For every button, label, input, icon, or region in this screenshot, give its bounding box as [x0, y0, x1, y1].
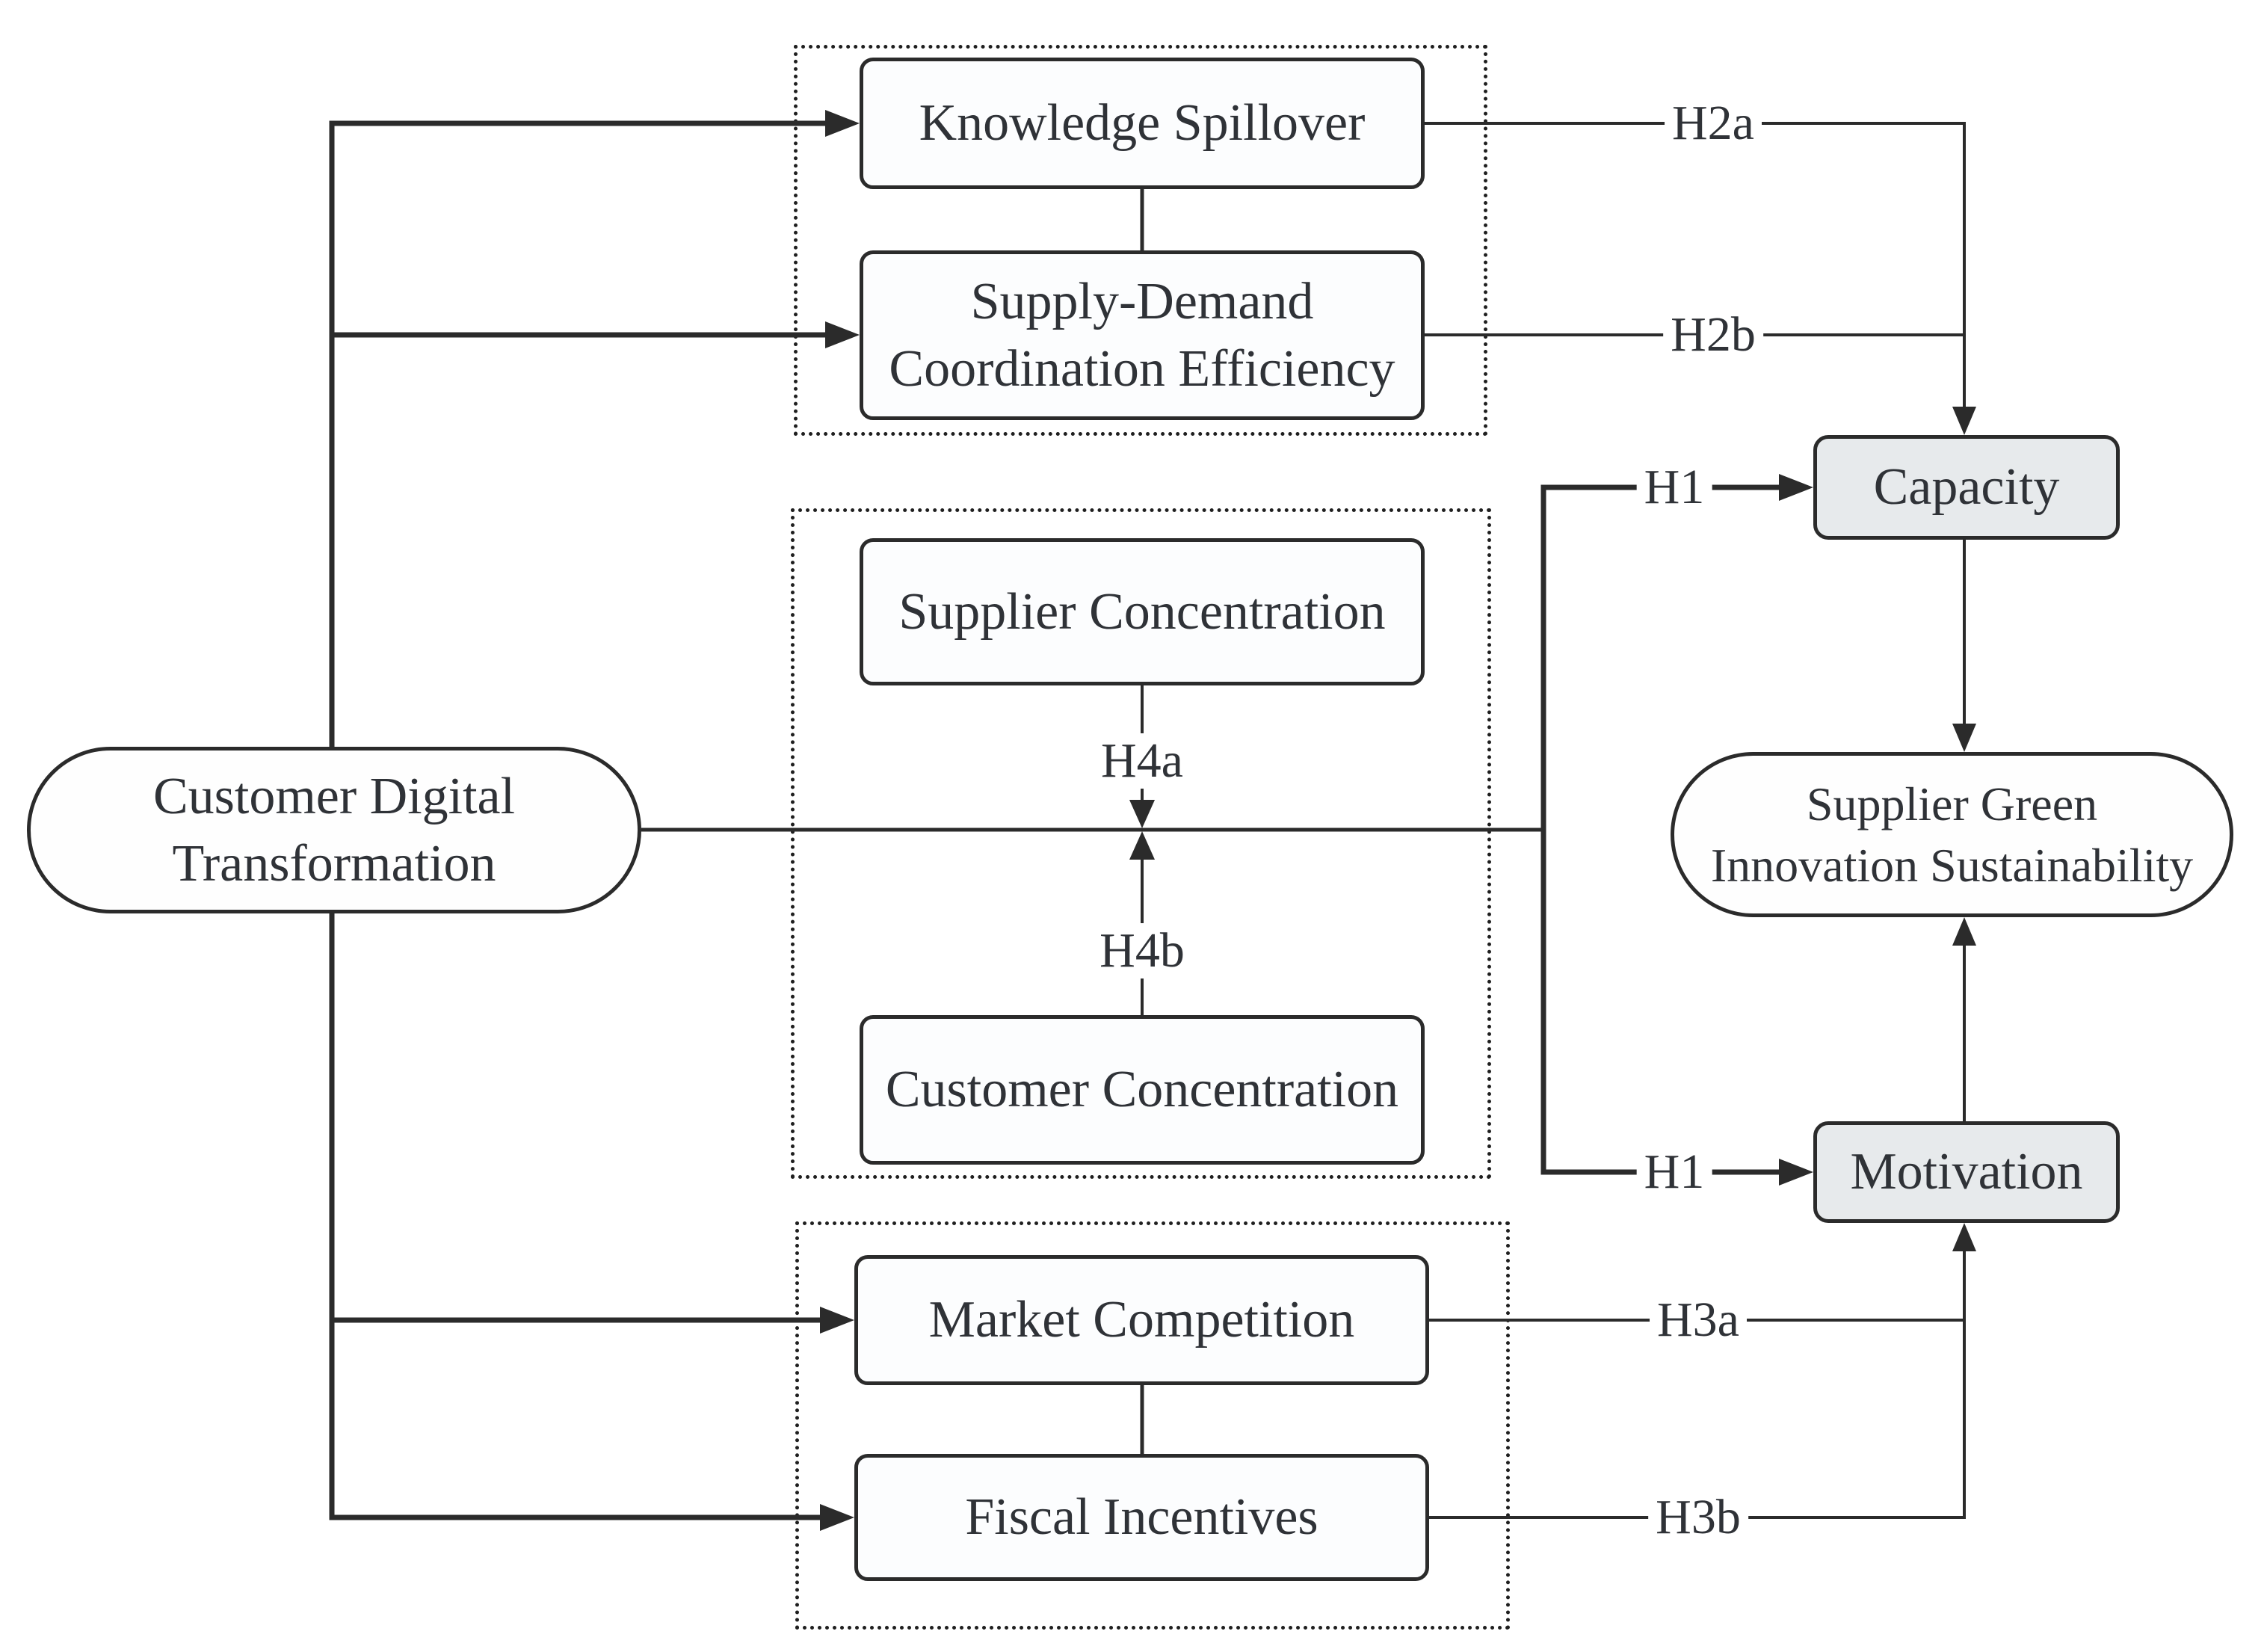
node-supplier-concentration: Supplier Concentration: [860, 538, 1425, 685]
moderator-group-concentration: [791, 508, 1491, 1179]
node-label: Knowledge Spillover: [919, 94, 1366, 152]
arrowhead-h1-into-capacity: [1779, 474, 1813, 501]
arrowhead-h1-into-motivation: [1779, 1159, 1813, 1186]
mediator-group-market-fiscal: [795, 1221, 1510, 1630]
hypothesis-label-h1-capacity: H1: [1636, 460, 1712, 515]
arrowhead-h4b-up-to-main-line: [1129, 831, 1155, 860]
arrowhead-h2-into-capacity-top: [1952, 407, 1976, 435]
node-customer-concentration: Customer Concentration: [860, 1015, 1425, 1165]
node-motivation: Motivation: [1813, 1121, 2120, 1223]
connector-h3b: [1429, 1250, 1966, 1519]
node-capacity: Capacity: [1813, 435, 2120, 540]
node-market-competition: Market Competition: [854, 1255, 1429, 1385]
hypothesis-label-h3a: H3a: [1650, 1292, 1747, 1348]
node-label: Supplier Concentration: [898, 582, 1386, 641]
hypothesis-label-h4a: H4a: [1094, 733, 1191, 789]
hypothesis-label-h2a: H2a: [1665, 96, 1762, 151]
node-supplier-green-innovation-sustainability: Supplier Green Innovation Sustainability: [1671, 752, 2233, 917]
arrowhead-motivation-into-sgis-bottom: [1952, 917, 1976, 946]
node-knowledge-spillover: Knowledge Spillover: [860, 58, 1425, 189]
hypothesis-label-h2b: H2b: [1663, 307, 1763, 363]
node-label: Customer Concentration: [885, 1061, 1399, 1119]
arrowhead-into-knowledge-spillover: [825, 110, 860, 137]
hypothesis-label-h1-motivation: H1: [1636, 1144, 1712, 1200]
node-customer-digital-transformation: Customer Digital Transformation: [27, 747, 641, 913]
node-label: Capacity: [1873, 458, 2060, 517]
connector-trunk-top-to-knowledge-spillover: [329, 120, 825, 747]
hypothesis-label-h3b: H3b: [1648, 1490, 1748, 1545]
connector-h2a: [1425, 122, 1966, 410]
node-fiscal-incentives: Fiscal Incentives: [854, 1454, 1429, 1581]
node-label: Motivation: [1850, 1143, 2083, 1201]
node-label: Market Competition: [928, 1291, 1355, 1349]
node-label: Fiscal Incentives: [965, 1488, 1318, 1547]
node-label: Customer Digital Transformation: [152, 767, 516, 893]
node-supply-demand-coordination-efficiency: Supply-Demand Coordination Efficiency: [860, 250, 1425, 420]
arrowhead-into-supply-demand: [825, 321, 860, 348]
node-label: Supplier Green Innovation Sustainability: [1710, 777, 2194, 892]
arrowhead-into-market-competition: [820, 1307, 854, 1334]
arrowhead-into-fiscal-incentives: [820, 1504, 854, 1531]
mediator-group-knowledge-coordination: [794, 45, 1487, 436]
arrowhead-capacity-into-sgis-top: [1952, 724, 1976, 752]
connector-trunk-bottom-to-fiscal-incentives: [329, 913, 820, 1520]
arrowhead-h4a-down-to-main-line: [1129, 800, 1155, 828]
hypothesis-label-h4b: H4b: [1092, 923, 1192, 978]
arrowhead-h3-into-motivation-bottom: [1952, 1223, 1976, 1251]
node-label: Supply-Demand Coordination Efficiency: [889, 272, 1395, 398]
